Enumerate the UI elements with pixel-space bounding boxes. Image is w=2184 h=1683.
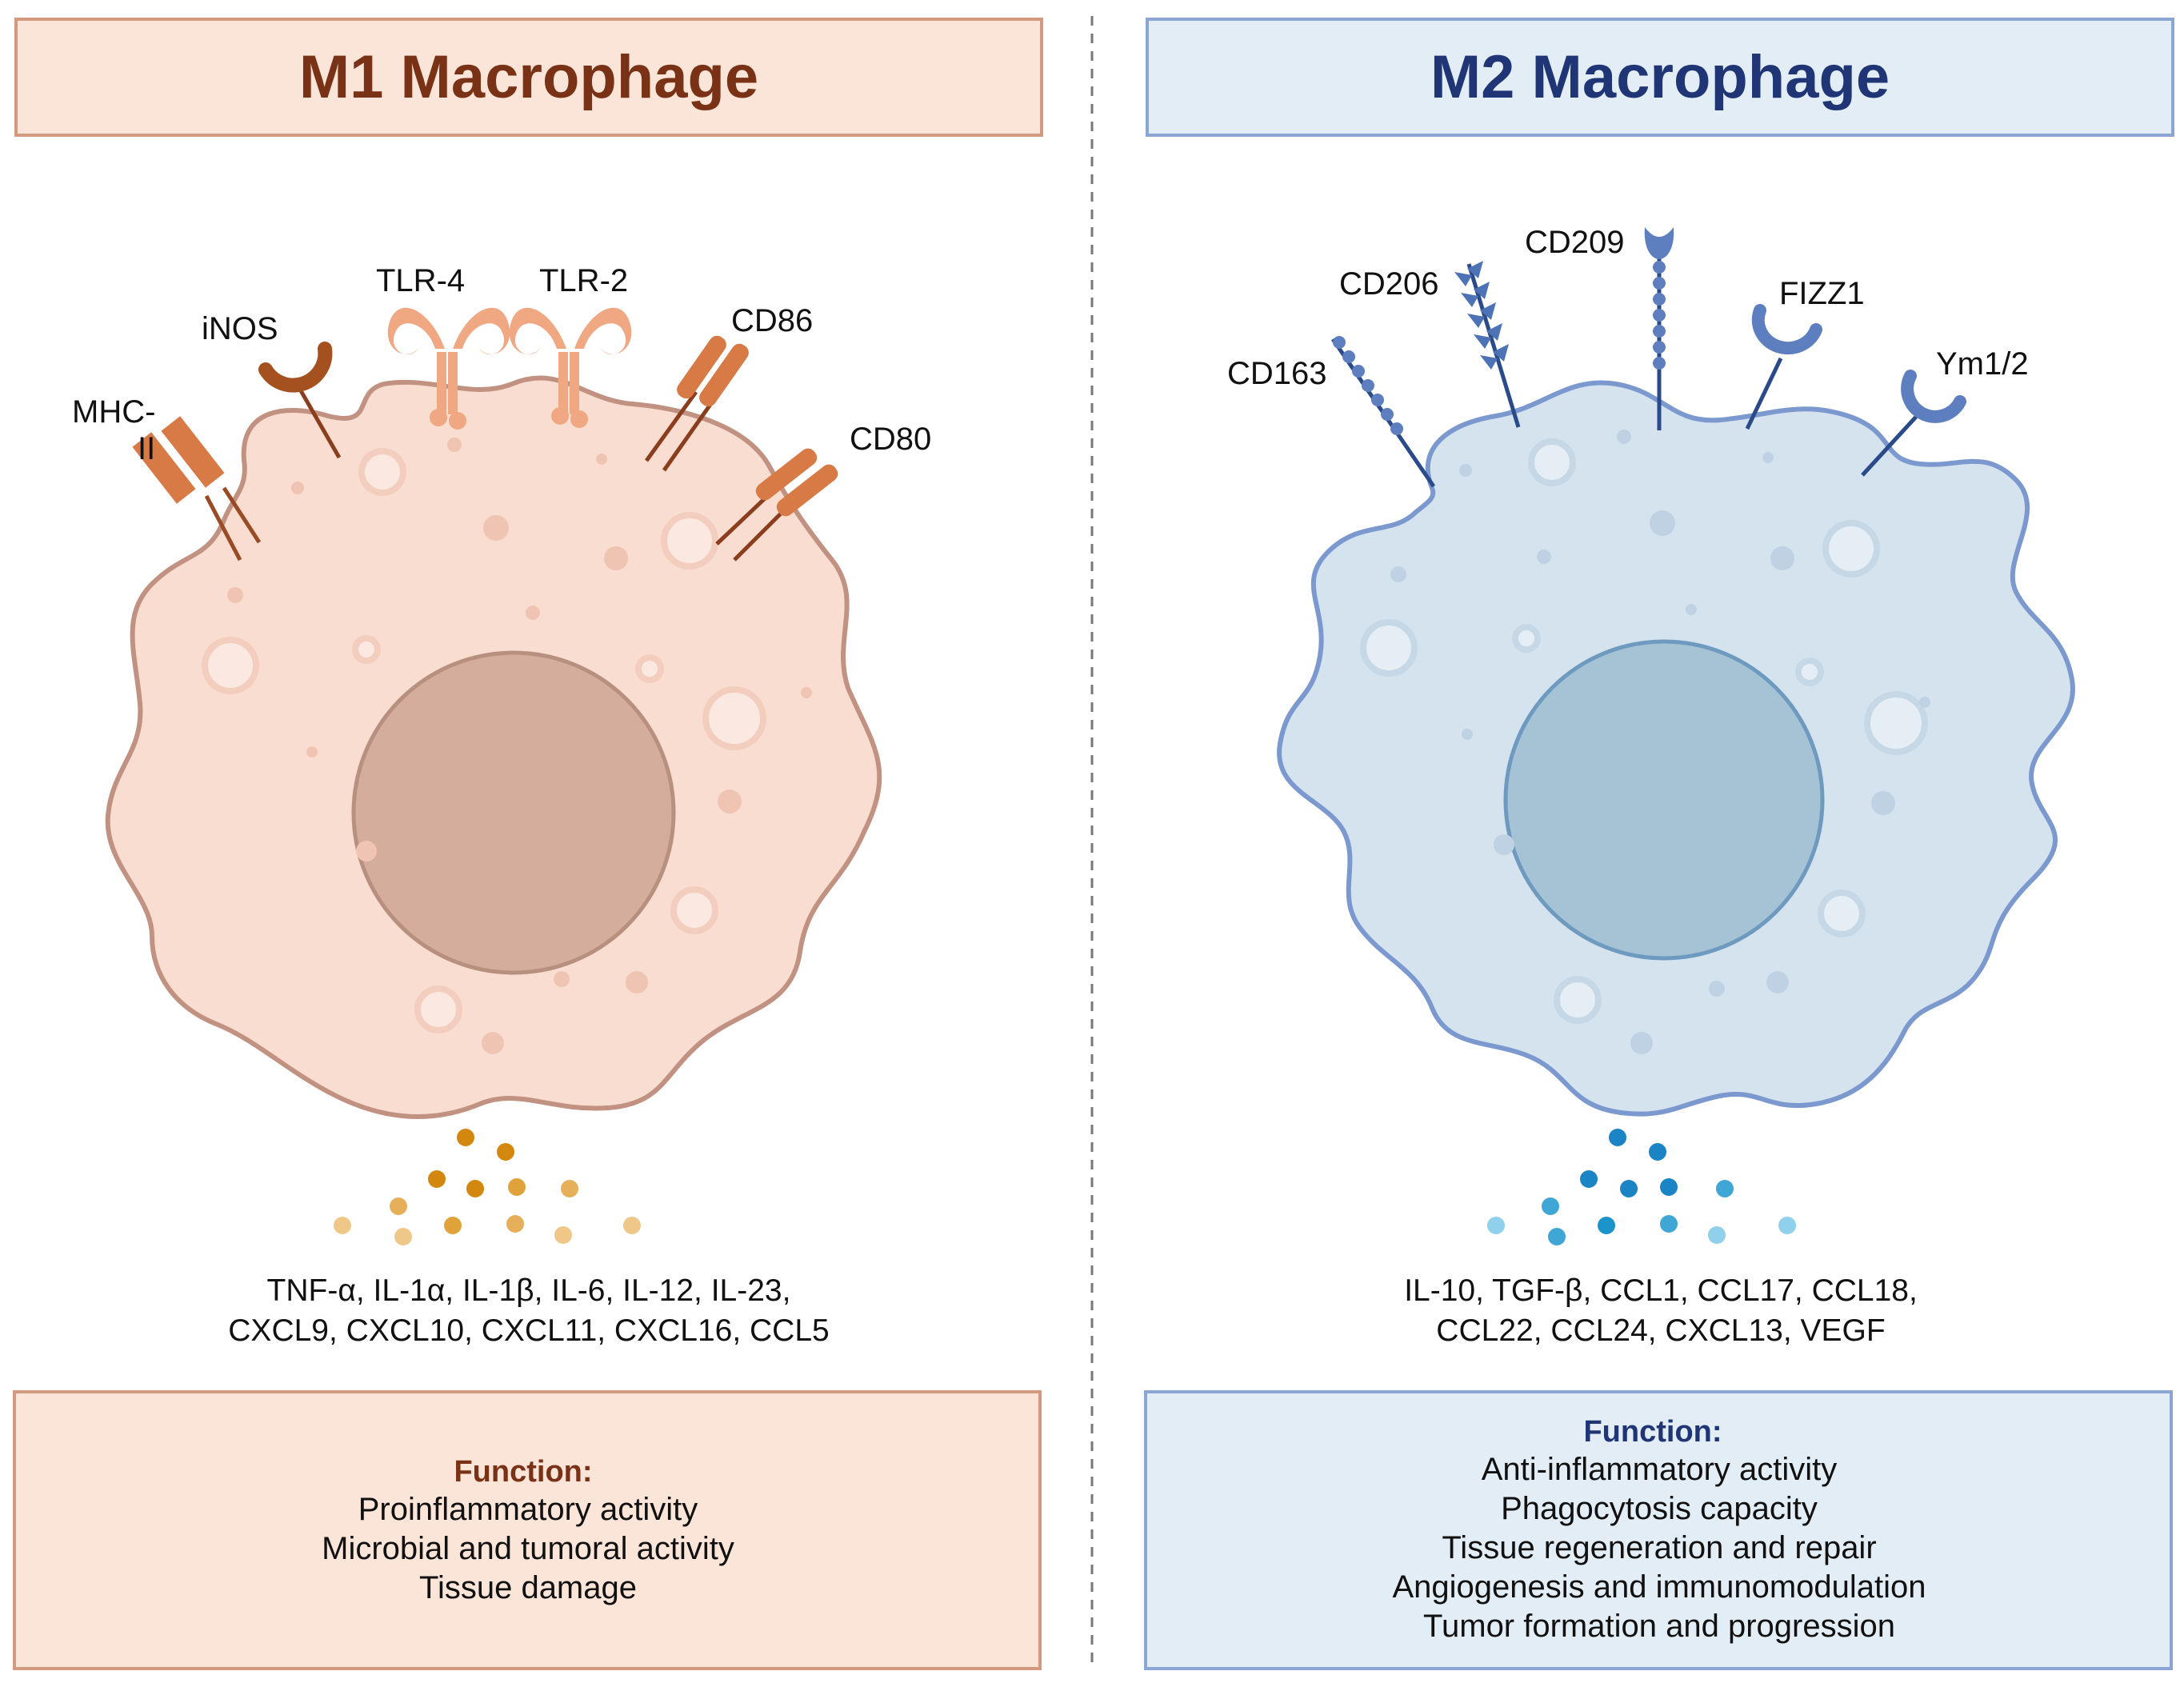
m2-cytokines-line2: CCL22, CCL24, CXCL13, VEGF xyxy=(1436,1313,1885,1348)
m1-cytokine-dots xyxy=(334,1129,641,1245)
m1-function-item: Microbial and tumoral activity xyxy=(322,1531,734,1566)
m2-label-cd163: CD163 xyxy=(1227,356,1327,391)
m1-granules xyxy=(227,438,812,1054)
m2-vesicles xyxy=(1360,438,1928,1024)
m2-function-item: Tissue regeneration and repair xyxy=(1442,1530,1876,1565)
m1-mhc-ii-receptor xyxy=(132,416,262,562)
m1-function-heading: Function: xyxy=(454,1455,592,1489)
m1-label-mhc-line2: II xyxy=(138,431,155,466)
m2-label-ym: Ym1/2 xyxy=(1936,346,2029,382)
m1-title: M1 Macrophage xyxy=(299,43,758,111)
m1-label-cd86: CD86 xyxy=(731,303,813,338)
m2-label-cd206: CD206 xyxy=(1339,266,1439,302)
m2-function-item: Angiogenesis and immunomodulation xyxy=(1392,1569,1926,1605)
m1-function-item: Tissue damage xyxy=(419,1570,637,1605)
m2-nucleus xyxy=(1503,639,1825,961)
m2-function-item: Tumor formation and progression xyxy=(1423,1609,1895,1644)
m2-fizz1-receptor xyxy=(1745,304,1822,430)
m2-cd206-receptor xyxy=(1454,261,1521,428)
m2-title-box xyxy=(1146,18,2174,137)
m1-title-box xyxy=(14,18,1043,137)
m2-panel: M2 Macrophage xyxy=(1144,18,2174,1670)
m1-label-tlr4: TLR-4 xyxy=(376,263,465,298)
m1-tlr4-receptor xyxy=(387,307,510,430)
m1-cytokines-line2: CXCL9, CXCL10, CXCL11, CXCL16, CCL5 xyxy=(228,1313,829,1348)
m1-label-mhc-line1: MHC- xyxy=(72,394,155,430)
m1-cytokines-line1: TNF-α, IL-1α, IL-1β, IL-6, IL-12, IL-23, xyxy=(267,1273,791,1308)
m1-cd86-receptor xyxy=(644,335,749,472)
m1-inos-receptor xyxy=(258,342,342,459)
m1-nucleus xyxy=(351,650,676,975)
m1-label-inos: iNOS xyxy=(202,311,278,346)
m1-function-item: Proinflammatory activity xyxy=(358,1492,698,1527)
m2-cytokine-dots xyxy=(1487,1129,1796,1245)
m2-granules xyxy=(1390,430,1930,1054)
m2-label-fizz1: FIZZ1 xyxy=(1779,276,1865,311)
m1-label-cd80: CD80 xyxy=(850,422,931,457)
m1-function-box xyxy=(13,1390,1042,1670)
m2-function-box xyxy=(1144,1390,2173,1670)
m2-function-heading: Function: xyxy=(1583,1415,1722,1449)
m2-cd163-receptor xyxy=(1330,336,1436,488)
m2-label-cd209: CD209 xyxy=(1525,225,1625,260)
m1-cd80-receptor xyxy=(715,448,838,562)
m1-label-tlr2: TLR-2 xyxy=(539,263,628,298)
m2-ym-receptor xyxy=(1861,370,1966,477)
m1-tlr2-receptor xyxy=(509,307,632,428)
m1-vesicles xyxy=(202,448,766,1033)
m1-panel: M1 Macrophage xyxy=(13,18,1043,1670)
m2-cd209-receptor xyxy=(1644,227,1674,430)
m2-function-item: Phagocytosis capacity xyxy=(1501,1491,1818,1526)
m2-cytokines-line1: IL-10, TGF-β, CCL1, CCL17, CCL18, xyxy=(1404,1273,1918,1308)
m2-function-item: Anti-inflammatory activity xyxy=(1482,1452,1838,1487)
m2-title: M2 Macrophage xyxy=(1430,43,1890,111)
